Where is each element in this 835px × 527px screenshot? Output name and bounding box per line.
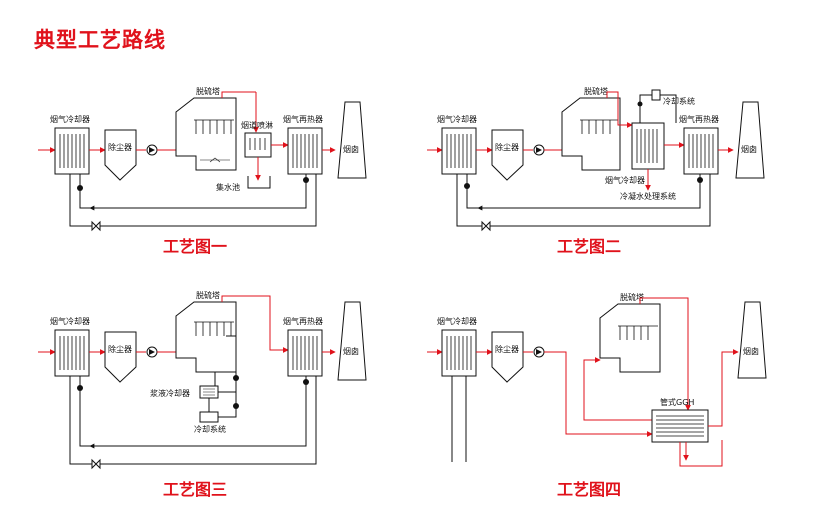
- desulfurization-tower-label: 脱硫塔: [196, 86, 220, 96]
- flue-gas-reheater: 烟气再热器: [283, 316, 323, 377]
- condensate-treatment-label: 冷凝水处理系统: [620, 191, 676, 201]
- desulfurization-tower: 脱硫塔: [561, 86, 621, 171]
- reheater-label: 烟气再热器: [283, 316, 323, 326]
- flue-gas-cooler-2: 烟气冷却器: [605, 122, 665, 185]
- process-diagram-3: 烟气冷却器 除尘器 脱硫塔 浆液冷却器 冷却系统 烟气: [38, 290, 367, 499]
- caption-diagram-3: 工艺图三: [163, 480, 227, 499]
- process-diagram-1: 烟气冷却器 除尘器 脱硫塔 烟道喷淋 集水池: [38, 86, 367, 256]
- cooling-system-label: 冷却系统: [194, 424, 226, 434]
- flue-gas-cooler-label: 烟气冷却器: [50, 316, 90, 326]
- caption-diagram-4: 工艺图四: [557, 480, 621, 499]
- tubular-ggh-label: 管式GGH: [660, 397, 694, 407]
- flue-gas-cooler: 烟气冷却器: [437, 114, 477, 175]
- chimney: 烟囱: [337, 101, 367, 179]
- dust-collector-label: 除尘器: [495, 344, 519, 354]
- flue-gas-reheater: 烟气再热器: [283, 114, 323, 175]
- chimney: 烟囱: [737, 301, 767, 379]
- chimney-label: 烟囱: [343, 144, 359, 154]
- reheater-label: 烟气再热器: [679, 114, 719, 124]
- process-diagram-4: 烟气冷却器 除尘器 脱硫塔 管式GGH 烟囱: [427, 292, 767, 499]
- cooling-system-label: 冷却系统: [663, 96, 695, 106]
- flue-gas-cooler-2-label: 烟气冷却器: [605, 175, 645, 185]
- flue-gas-cooler-label: 烟气冷却器: [50, 114, 90, 124]
- chimney: 烟囱: [337, 301, 367, 381]
- page-title: 典型工艺路线: [34, 28, 166, 52]
- dust-collector: 除尘器: [104, 331, 137, 383]
- flue-spray: 烟道喷淋: [241, 120, 273, 158]
- desulfurization-tower-label: 脱硫塔: [584, 86, 608, 96]
- collection-pool-label: 集水池: [216, 182, 240, 192]
- dust-collector: 除尘器: [104, 129, 137, 181]
- chimney-label: 烟囱: [741, 144, 757, 154]
- flue-gas-cooler-label: 烟气冷却器: [437, 316, 477, 326]
- caption-diagram-1: 工艺图一: [163, 237, 227, 256]
- flue-spray-label: 烟道喷淋: [241, 120, 273, 130]
- dust-collector: 除尘器: [491, 331, 524, 383]
- slurry-cooler-label: 浆液冷却器: [150, 388, 190, 398]
- reheater-label: 烟气再热器: [283, 114, 323, 124]
- chimney-label: 烟囱: [343, 346, 359, 356]
- flue-gas-cooler: 烟气冷却器: [50, 114, 90, 175]
- flue-gas-cooler: 烟气冷却器: [50, 316, 90, 377]
- chimney-label: 烟囱: [743, 346, 759, 356]
- flue-gas-reheater: 烟气再热器: [679, 114, 719, 175]
- valve-icon: [481, 220, 491, 232]
- chimney: 烟囱: [735, 101, 765, 179]
- process-diagram-2: 烟气冷却器 除尘器 脱硫塔 烟气冷却器 冷却系统 冷凝水处理系统: [427, 86, 765, 256]
- flue-gas-cooler: 烟气冷却器: [437, 316, 477, 377]
- desulfurization-tower: 脱硫塔: [175, 290, 237, 373]
- desulfurization-tower: 脱硫塔: [175, 86, 237, 171]
- dust-collector: 除尘器: [491, 129, 524, 181]
- dust-collector-label: 除尘器: [108, 344, 132, 354]
- dust-collector-label: 除尘器: [108, 142, 132, 152]
- flue-gas-cooler-label: 烟气冷却器: [437, 114, 477, 124]
- caption-diagram-2: 工艺图二: [557, 237, 621, 256]
- desulfurization-tower-label: 脱硫塔: [196, 290, 220, 300]
- tubular-ggh: 管式GGH: [651, 397, 709, 443]
- valve-icon: [91, 458, 101, 470]
- valve-icon: [91, 220, 101, 232]
- desulfurization-tower: 脱硫塔: [599, 292, 661, 373]
- desulfurization-tower-label: 脱硫塔: [620, 292, 644, 302]
- dust-collector-label: 除尘器: [495, 142, 519, 152]
